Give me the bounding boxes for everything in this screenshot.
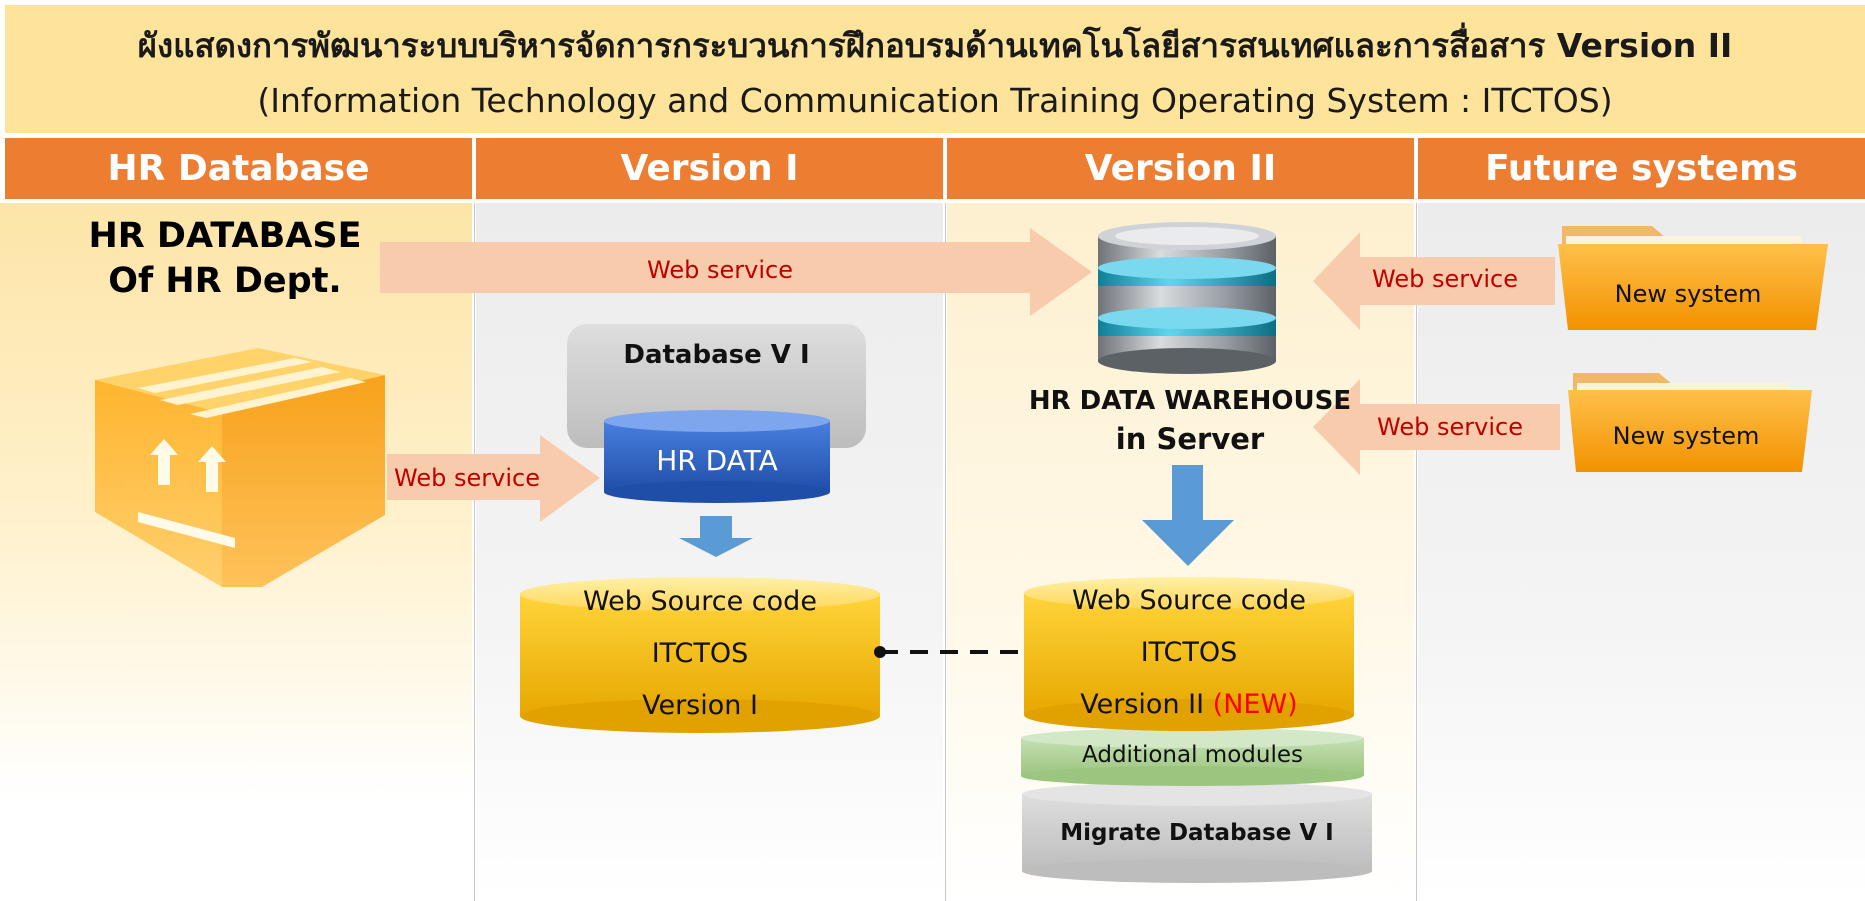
source-code-v1-text: Web Source code ITCTOS Version I — [520, 576, 880, 732]
connector-dot — [874, 646, 886, 658]
database-v1-label: Database V I — [623, 340, 810, 370]
title-band: ผังแสดงการพัฒนาระบบบริหารจัดการกระบวนการ… — [5, 5, 1865, 133]
additional-modules-cylinder — [1021, 728, 1364, 786]
web-service-arrow-future-2 — [1313, 379, 1560, 475]
hr-database-line1: HR DATABASE — [88, 216, 362, 256]
column-divider — [1416, 203, 1417, 901]
hr-data-label: HR DATA — [656, 444, 778, 477]
source-code-v2-line2: ITCTOS — [1140, 637, 1238, 668]
new-system-label-2: New system — [1612, 422, 1760, 450]
folder-icon — [1568, 373, 1812, 472]
web-service-label-left: Web service — [394, 464, 540, 492]
header-hr-database: HR Database — [5, 138, 472, 199]
migrate-database-cylinder — [1022, 782, 1372, 883]
title-thai: ผังแสดงการพัฒนาระบบบริหารจัดการกระบวนการ… — [137, 26, 1733, 65]
source-code-v1-line1: Web Source code — [583, 586, 817, 617]
source-code-v1-line2: ITCTOS — [651, 638, 749, 669]
hr-database-label: HR DATABASE Of HR Dept. — [40, 214, 410, 304]
source-code-cylinder-v1 — [520, 577, 880, 733]
header-future-systems: Future systems — [1418, 138, 1865, 199]
web-service-label-future-1: Web service — [1372, 265, 1518, 293]
column-divider — [474, 203, 475, 901]
folder-icon — [1558, 226, 1828, 330]
hr-database-line2: Of HR Dept. — [108, 261, 342, 301]
data-warehouse-line2: in Server — [1115, 422, 1265, 456]
package-box-icon — [95, 348, 385, 587]
header-version-2: Version II — [947, 138, 1414, 199]
down-arrow-v1 — [679, 516, 753, 557]
new-badge: (NEW) — [1212, 689, 1298, 720]
source-code-v2-line3: Version II (NEW) — [1024, 679, 1354, 731]
web-service-label-future-2: Web service — [1377, 413, 1523, 441]
web-service-label-top: Web service — [647, 256, 793, 284]
web-service-arrow-top — [380, 228, 1092, 316]
data-warehouse-line1: HR DATA WAREHOUSE — [1028, 386, 1352, 416]
additional-modules-label: Additional modules — [1082, 742, 1303, 768]
source-code-cylinder-v2 — [1024, 577, 1354, 731]
source-code-v2-line1: Web Source code — [1072, 585, 1306, 616]
source-code-v2-text: Web Source code ITCTOS Version II (NEW) — [1024, 575, 1354, 731]
column-divider — [945, 203, 946, 901]
source-code-v2-version: Version II — [1080, 689, 1205, 720]
web-service-arrow-future-1 — [1313, 232, 1555, 330]
source-code-v1-line3: Version I — [642, 690, 758, 721]
web-service-arrow-left — [387, 435, 600, 522]
title-english: (Information Technology and Communicatio… — [257, 81, 1613, 120]
migrate-database-label: Migrate Database V I — [1060, 820, 1334, 846]
data-warehouse-label: HR DATA WAREHOUSE in Server — [985, 382, 1395, 458]
new-system-label-1: New system — [1614, 280, 1762, 308]
data-warehouse-server-icon — [1098, 222, 1276, 374]
hr-data-cylinder — [604, 410, 830, 503]
header-version-1: Version I — [476, 138, 943, 199]
down-arrow-v2 — [1142, 465, 1234, 566]
